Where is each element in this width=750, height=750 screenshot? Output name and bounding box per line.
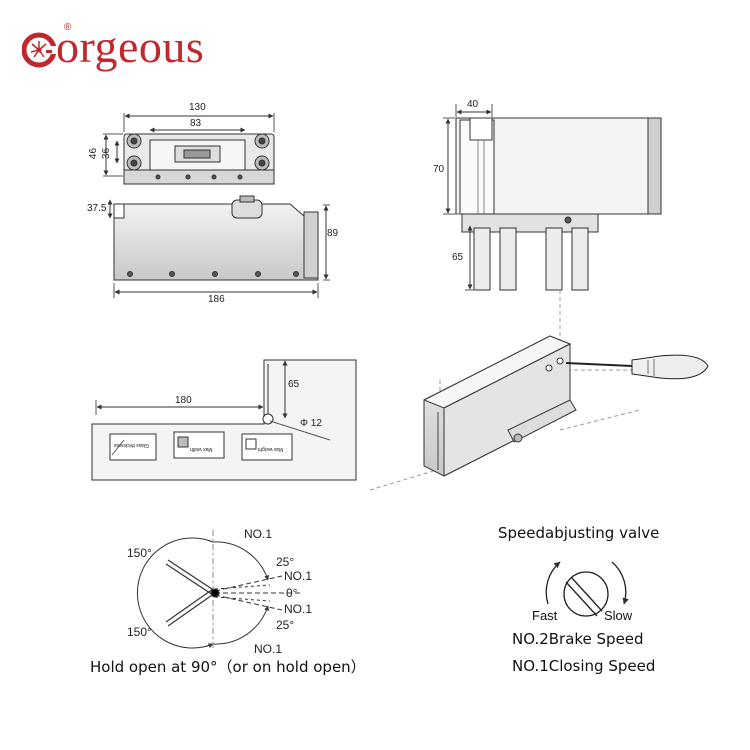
- end-base: [461, 213, 599, 233]
- install-label-glass: Glass thickness: [114, 442, 150, 448]
- install-view: [91, 359, 357, 481]
- dim-end-height: 70: [433, 164, 445, 175]
- dim-side-height: 89: [327, 228, 339, 239]
- opening-arc: [136, 537, 214, 649]
- angle-zero: 0°: [286, 586, 298, 600]
- top-view: [103, 113, 275, 185]
- angle-caption: Hold open at 90°（or on hold open）: [90, 658, 366, 676]
- hinge-pivot: [210, 588, 220, 598]
- angle-bottom-25: 25°: [276, 618, 295, 632]
- dim-install-diameter: Φ 12: [300, 418, 322, 429]
- dim-pin-length: 65: [452, 252, 464, 263]
- registered-mark: ®: [64, 22, 72, 33]
- valve-slow: Slow: [604, 608, 633, 623]
- top-plate-screw: [258, 159, 266, 167]
- angle-top-25: 25°: [276, 555, 295, 569]
- angle-bottom-no1: NO.1: [254, 642, 283, 656]
- angle-lower-no1: NO.1: [284, 602, 313, 616]
- dim-length: 186: [208, 294, 225, 305]
- perspective-view: [369, 290, 709, 491]
- top-plate-screw: [258, 137, 266, 145]
- angle-diagram: [136, 530, 300, 650]
- dim-height-inner: 36: [101, 147, 113, 160]
- angle-bottom-150: 150°: [127, 625, 152, 639]
- install-label-weight: Max weight: [258, 446, 284, 452]
- screwdriver-icon: [565, 354, 709, 380]
- valve-fast: Fast: [532, 608, 558, 623]
- pivot-circle: [262, 413, 274, 425]
- side-endcap: [303, 211, 319, 279]
- valve-line-closing: NO.1Closing Speed: [512, 657, 656, 675]
- dim-install-distance: 180: [175, 395, 192, 406]
- angle-upper-no1: NO.1: [284, 569, 313, 583]
- end-pin: [545, 227, 563, 291]
- dim-height-total: 46: [88, 147, 100, 160]
- dim-install-height: 65: [288, 379, 300, 390]
- dim-offset: 37.5: [87, 203, 107, 214]
- angle-top-no1: NO.1: [244, 527, 273, 541]
- fast-arrow-icon: [545, 561, 561, 605]
- valve-title: Speedabjusting valve: [498, 524, 660, 542]
- slow-arrow-icon: [611, 561, 629, 605]
- end-pin: [571, 227, 589, 291]
- install-label-box: [109, 433, 157, 461]
- pivot-foot-3d: [507, 399, 577, 443]
- speed-valve: [545, 561, 629, 617]
- top-plate-edge: [123, 169, 275, 185]
- side-body: [113, 203, 319, 281]
- top-plate-slot-hole: [183, 149, 211, 159]
- top-plate-screw: [130, 159, 138, 167]
- brand-logo: orgeous: [21, 20, 205, 79]
- top-plate-screw: [130, 137, 138, 145]
- dim-width-total: 130: [189, 102, 206, 113]
- side-view: [107, 195, 330, 298]
- top-plate-inner: [149, 139, 246, 171]
- sun-logo-icon: [21, 26, 57, 79]
- brand-name: orgeous: [56, 21, 205, 72]
- end-pin: [499, 227, 517, 291]
- angle-top-150: 150°: [127, 546, 152, 560]
- install-label-width: Max width: [190, 446, 213, 452]
- dim-end-width: 40: [467, 99, 479, 110]
- end-view: [443, 104, 662, 291]
- side-body-notch: [113, 203, 125, 219]
- side-spindle: [231, 199, 263, 219]
- valve-line-brake: NO.2Brake Speed: [512, 630, 644, 648]
- end-pin: [473, 227, 491, 291]
- dim-width-inner: 83: [190, 118, 202, 129]
